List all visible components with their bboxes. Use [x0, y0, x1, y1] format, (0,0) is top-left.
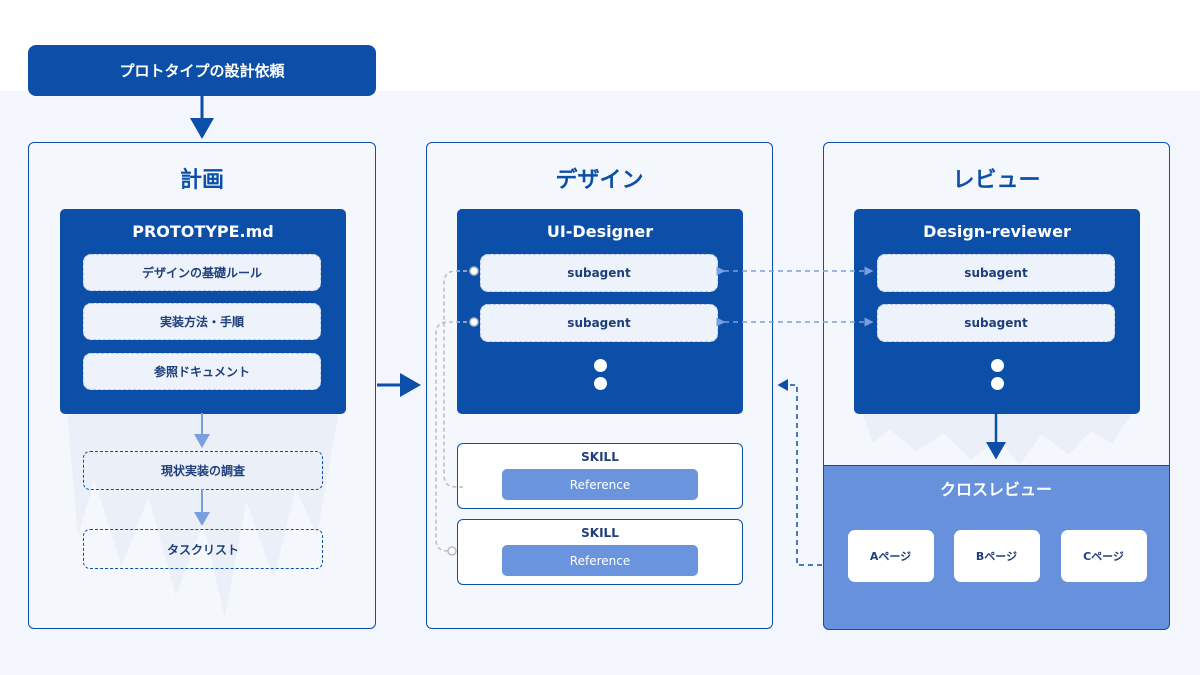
design-column: デザイン UI-Designer subagent subagent SKILL…: [426, 142, 773, 629]
design-request-box: プロトタイプの設計依頼: [28, 45, 376, 96]
page-card-label: Cページ: [1083, 550, 1124, 563]
skill-label: SKILL: [581, 526, 619, 540]
skill-box-2: SKILL Reference: [457, 519, 743, 585]
step-task-list: タスクリスト: [83, 529, 323, 569]
arrow-feedback-to-design: [777, 379, 822, 566]
ellipsis-dot: [991, 377, 1004, 390]
ellipsis-dot: [594, 359, 607, 372]
page-card-label: Bページ: [975, 550, 1018, 563]
page-card-a: Aページ: [847, 530, 934, 582]
review-column: レビュー Design-reviewer subagent subagent ク…: [822, 142, 1170, 630]
prototype-doc-box: PROTOTYPE.md デザインの基礎ルール 実装方法・手順 参照ドキュメント: [60, 209, 346, 414]
skill-box-1: SKILL Reference: [457, 443, 743, 509]
design-reviewer-title: Design-reviewer: [923, 222, 1071, 241]
designer-subagent-1: subagent: [480, 254, 718, 292]
subagent-label: subagent: [964, 266, 1028, 280]
subagent-skill-links: [435, 270, 474, 552]
doc-item-label: デザインの基礎ルール: [141, 266, 262, 280]
doc-item-label: 参照ドキュメント: [153, 365, 250, 379]
cross-review-box: クロスレビュー Aページ Bページ Cページ: [822, 465, 1170, 630]
page-card-label: Aページ: [869, 550, 912, 563]
ellipsis-dot: [594, 377, 607, 390]
design-request-label: プロトタイプの設計依頼: [119, 62, 285, 80]
ui-designer-box: UI-Designer subagent subagent: [457, 209, 743, 414]
doc-item-implementation: 実装方法・手順: [83, 303, 321, 340]
reference-label: Reference: [569, 553, 631, 568]
reviewer-subagent-2: subagent: [877, 304, 1115, 342]
step-label: タスクリスト: [166, 542, 239, 557]
page-card-c: Cページ: [1060, 530, 1147, 582]
design-column-title: デザイン: [555, 168, 644, 193]
ellipsis-dot: [991, 359, 1004, 372]
skill-reference-1: Reference: [502, 469, 698, 500]
plan-column-title: 計画: [179, 168, 224, 193]
skill-label: SKILL: [581, 450, 619, 464]
review-column-title: レビュー: [952, 168, 1041, 193]
doc-item-references: 参照ドキュメント: [83, 353, 321, 390]
cross-review-title: クロスレビュー: [939, 480, 1052, 499]
doc-item-label: 実装方法・手順: [159, 315, 244, 329]
ui-designer-title: UI-Designer: [546, 222, 654, 241]
subagent-label: subagent: [964, 316, 1028, 330]
subagent-label: subagent: [567, 316, 631, 330]
reviewer-subagent-1: subagent: [877, 254, 1115, 292]
step-label: 現状実装の調査: [160, 464, 245, 478]
doc-item-design-rules: デザインの基礎ルール: [83, 254, 321, 291]
subagent-label: subagent: [567, 266, 631, 280]
reference-label: Reference: [569, 477, 631, 492]
design-reviewer-box: Design-reviewer subagent subagent: [854, 209, 1140, 414]
skill-reference-2: Reference: [502, 545, 698, 576]
connector-endpoints: [447, 266, 479, 556]
prototype-doc-title: PROTOTYPE.md: [132, 222, 274, 241]
page-card-b: Bページ: [953, 530, 1040, 582]
